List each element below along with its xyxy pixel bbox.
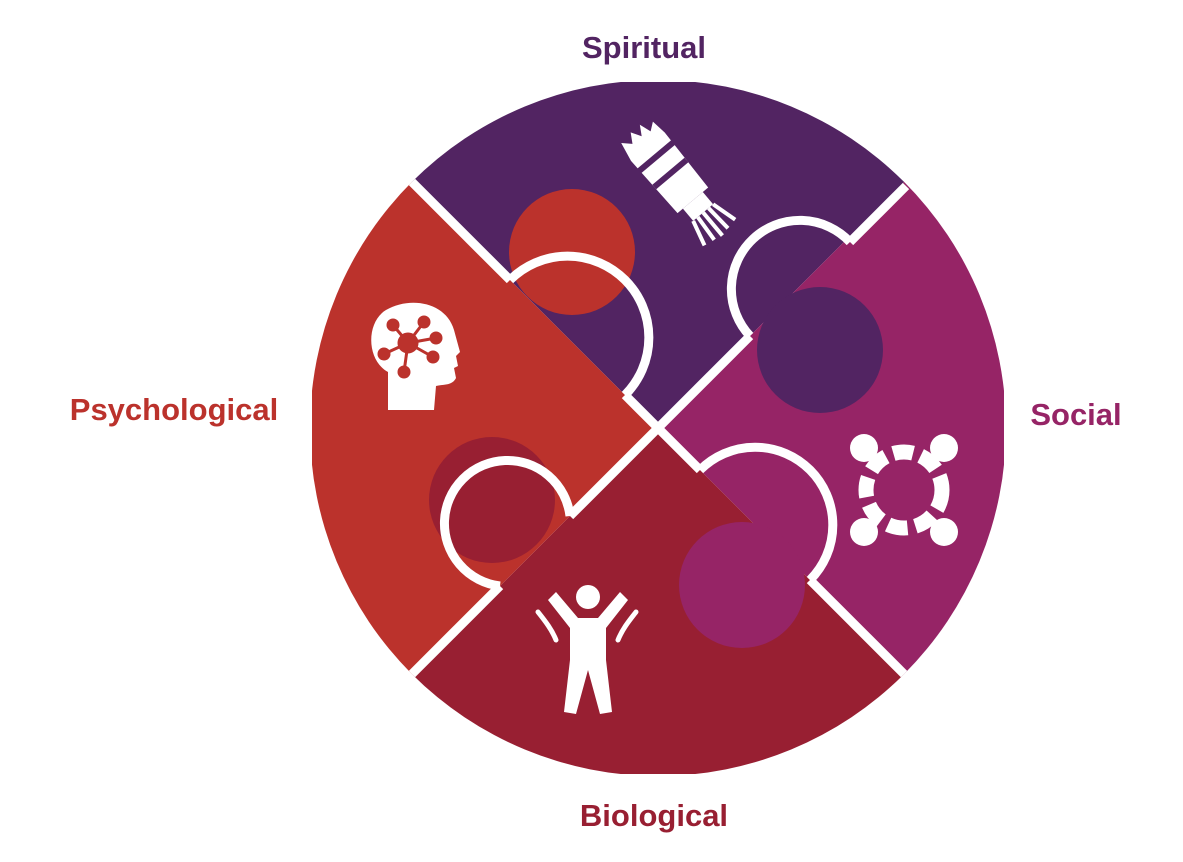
psychological-piece [312, 82, 658, 774]
spiritual-piece [312, 82, 1004, 428]
person-arms-raised-icon [535, 585, 639, 714]
social-tab [679, 522, 805, 648]
puzzle-pieces [312, 82, 1004, 774]
psychological-label: Psychological [70, 392, 278, 427]
spiritual-label: Spiritual [582, 30, 706, 65]
biological-tab [429, 437, 555, 563]
sage-bundle-icon [621, 121, 737, 247]
biological-piece [312, 428, 1004, 774]
social-piece [658, 82, 1004, 774]
social-label: Social [1030, 397, 1121, 432]
spiritual-tab [757, 287, 883, 413]
head-network-icon [371, 302, 460, 410]
biological-label: Biological [580, 798, 728, 833]
community-circle-icon [850, 434, 958, 546]
piece-dividers [406, 176, 910, 680]
